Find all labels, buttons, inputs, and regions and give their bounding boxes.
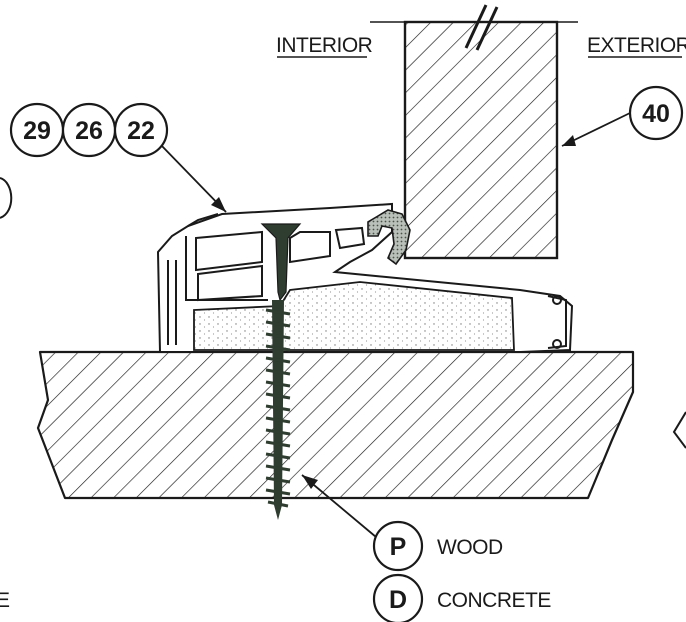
substrate-section	[36, 350, 635, 500]
weather-seal	[367, 209, 411, 266]
partial-callout-left	[0, 177, 13, 219]
exterior-label: EXTERIOR	[587, 34, 686, 57]
legend-concrete: D CONCRETE	[372, 573, 552, 622]
cut-edge-text: E	[0, 589, 10, 612]
arrowhead-40	[562, 135, 576, 146]
door-leaf-section	[370, 4, 578, 260]
callout-26: 26	[61, 102, 117, 158]
callout-26-text: 26	[75, 117, 103, 145]
callout-22-text: 22	[127, 117, 155, 145]
callout-22: 22	[113, 102, 169, 158]
legend-d-key: D	[389, 586, 407, 614]
callout-40-text: 40	[642, 100, 670, 128]
arrowhead-screw	[302, 475, 318, 489]
adjacent-element-edge	[672, 411, 686, 449]
legend-p-key: P	[390, 533, 407, 561]
arrowhead-22	[211, 197, 226, 212]
callout-40: 40	[628, 85, 684, 141]
legend-wood-text: WOOD	[437, 536, 503, 559]
fixing-screw	[260, 223, 302, 520]
legend-concrete-text: CONCRETE	[437, 589, 551, 612]
callout-29-text: 29	[23, 117, 51, 145]
interior-label: INTERIOR	[276, 34, 373, 57]
callout-29: 29	[9, 102, 65, 158]
legend-wood: P WOOD	[372, 520, 503, 572]
